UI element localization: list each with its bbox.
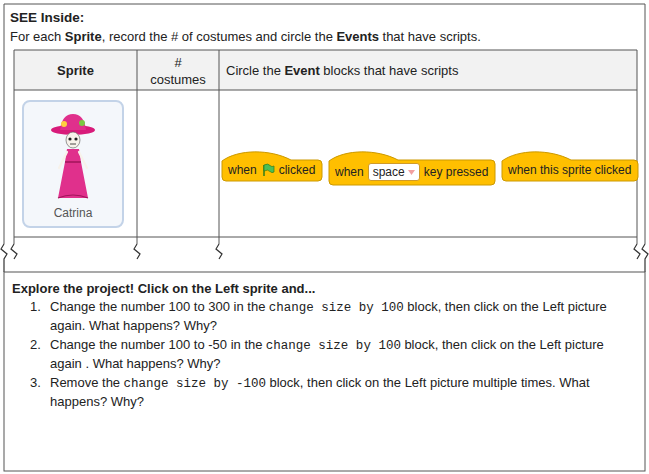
arrow-shape	[408, 170, 415, 175]
item-number-block: 3.	[30, 374, 48, 391]
item-number-block: 2.	[30, 336, 48, 353]
code-text: change size by -100	[123, 377, 266, 391]
instruction: Events	[336, 29, 379, 44]
item-number: 2.	[30, 337, 41, 352]
hat-shape	[502, 152, 638, 181]
code-text: change size by 100	[269, 301, 404, 315]
explore-box	[4, 272, 645, 471]
hem	[58, 195, 88, 198]
hat-flower	[61, 121, 67, 127]
heading-block: SEE Inside:	[10, 9, 84, 26]
column-header-block: # costumes	[150, 54, 206, 88]
instruction: Sprite	[65, 29, 102, 44]
header-fill	[14, 50, 637, 90]
instruction: that have scripts.	[383, 29, 481, 44]
block-text: when	[335, 165, 364, 179]
event-hat-block: when clicked	[221, 150, 323, 182]
frame-line	[4, 4, 645, 244]
event-hat-block: when this sprite clicked	[501, 150, 639, 182]
break-marks	[1, 244, 648, 272]
dropdown-arrow	[408, 170, 415, 175]
instruction-block: For each Sprite, record the # of costumes…	[10, 28, 635, 45]
block-content: when space key pressed	[335, 163, 488, 181]
arms	[59, 152, 87, 168]
flag-cloth	[264, 164, 274, 173]
column-header: # costumes	[150, 55, 206, 87]
dropdown-field: space	[368, 163, 420, 181]
block-text: when this sprite clicked	[508, 163, 631, 177]
sprite-name: Catrina	[54, 206, 93, 220]
block-content: when this sprite clicked	[508, 163, 631, 177]
catrina-illustration	[24, 106, 122, 206]
item-text: Remove the	[50, 375, 120, 390]
column-header-block: Sprite	[14, 62, 137, 79]
column-header: Event	[284, 63, 319, 78]
hat-shape	[222, 152, 322, 181]
column-header: blocks that have scripts	[323, 63, 458, 78]
mouth	[70, 144, 76, 145]
hat-flower	[79, 120, 85, 126]
explore-heading: Explore the project! Click on the Left s…	[12, 281, 315, 296]
item-text: Change the number 100 to 300 in the	[50, 299, 265, 314]
code-text: change size by 100	[266, 339, 401, 353]
eye	[68, 137, 71, 140]
sprite-name-row: Catrina	[24, 206, 122, 220]
green-flag-icon	[261, 163, 275, 177]
hat-crown	[60, 114, 86, 130]
block-text: clicked	[279, 163, 316, 177]
column-header-block: Circle theEvent blocks that have scripts	[226, 62, 631, 79]
column-header: Sprite	[57, 63, 94, 78]
table-lines	[14, 50, 637, 244]
item-number: 3.	[30, 375, 41, 390]
sash	[65, 161, 81, 163]
block-text: when	[228, 163, 257, 177]
explore-heading-block: Explore the project! Click on the Left s…	[12, 280, 632, 297]
dropdown-value: space	[373, 165, 405, 179]
item-text: Change the number 100 to -50 in the	[50, 337, 262, 352]
block-content: when clicked	[228, 163, 315, 177]
instruction: , record the # of costumes and circle th…	[102, 29, 333, 44]
item-text-block: Change the number 100 to 300 in the chang…	[50, 298, 625, 334]
block-text: key pressed	[424, 165, 489, 179]
hat-shape	[329, 152, 495, 185]
dress	[58, 149, 88, 198]
item-text-block: Remove thechange size by -100block, then…	[50, 374, 625, 410]
column-header: Circle the	[226, 63, 281, 78]
sprite-tile: Catrina	[22, 100, 124, 228]
instruction: For each	[10, 29, 61, 44]
item-number: 1.	[30, 299, 41, 314]
item-number-block: 1.	[30, 298, 48, 315]
event-hat-block: when space key pressed	[328, 150, 496, 186]
item-text-block: Change the number 100 to -50 in the chang…	[50, 336, 625, 372]
eye	[74, 137, 77, 140]
heading: SEE Inside:	[10, 10, 84, 25]
skull	[66, 132, 80, 148]
